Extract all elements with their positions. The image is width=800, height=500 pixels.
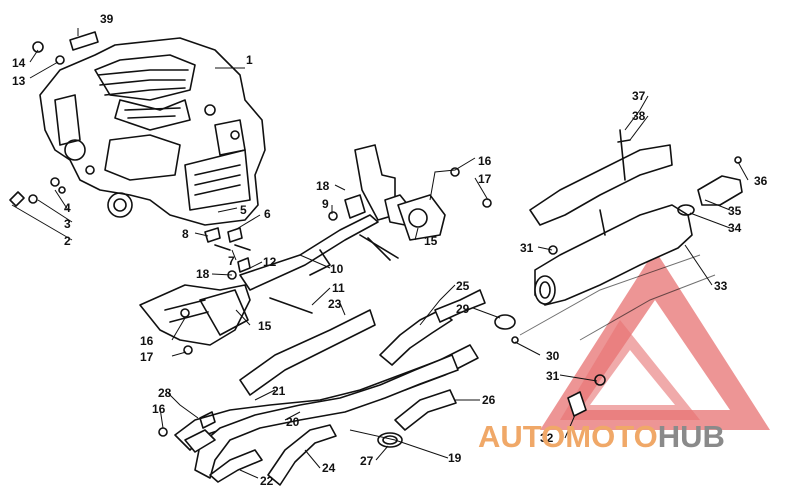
callout-6: 6	[264, 207, 271, 221]
callout-18-lower: 18	[196, 267, 210, 281]
callout-14: 14	[12, 56, 26, 70]
watermark-moto: MOTO	[565, 419, 657, 454]
callout-37: 37	[632, 89, 646, 103]
callout-34: 34	[728, 221, 742, 235]
callout-33: 33	[714, 279, 728, 293]
callout-21: 21	[272, 384, 286, 398]
callout-22: 22	[260, 474, 274, 488]
callout-18-upper: 18	[316, 179, 330, 193]
engine-assembly	[39, 37, 266, 226]
callout-23: 23	[328, 297, 342, 311]
bracket-assembly	[239, 144, 492, 314]
callout-28: 28	[158, 386, 172, 400]
engine-fittings	[9, 31, 251, 280]
callout-9: 9	[322, 197, 329, 211]
callout-4: 4	[64, 201, 71, 215]
lower-heat-shield	[139, 284, 251, 355]
leader-lines	[11, 28, 749, 479]
callout-15-upper: 15	[424, 234, 438, 248]
callout-13: 13	[12, 74, 26, 88]
callout-29: 29	[456, 302, 470, 316]
watermark-text: AUTOMOTOHUB	[478, 419, 725, 454]
svg-text:AUTOMOTOHUB: AUTOMOTOHUB	[478, 419, 725, 454]
callout-24: 24	[322, 461, 336, 475]
callout-25: 25	[456, 279, 470, 293]
callout-16-middle: 16	[140, 334, 154, 348]
muffler-assembly	[529, 129, 743, 417]
callout-20: 20	[286, 415, 300, 429]
callout-36: 36	[754, 174, 768, 188]
callout-11: 11	[332, 281, 345, 295]
watermark-auto: AUTO	[478, 419, 565, 454]
callout-1: 1	[246, 53, 253, 67]
callout-10: 10	[330, 262, 344, 276]
callout-38: 38	[632, 109, 646, 123]
callout-16-upper: 16	[478, 154, 492, 168]
callout-26: 26	[482, 393, 496, 407]
callout-30: 30	[546, 349, 560, 363]
callout-16-lower: 16	[152, 402, 166, 416]
callout-17-lower: 17	[140, 350, 154, 364]
callout-7: 7	[228, 254, 235, 268]
callout-39: 39	[100, 12, 114, 26]
callout-12: 12	[263, 255, 277, 269]
callout-35: 35	[728, 204, 742, 218]
callout-32: 32	[540, 431, 554, 445]
callout-17-upper: 17	[478, 172, 492, 186]
callout-15-lower: 15	[258, 319, 272, 333]
callout-3: 3	[64, 217, 71, 231]
callout-27: 27	[360, 454, 374, 468]
exhaust-pipes	[158, 289, 519, 486]
callout-labels: 39 1 14 13 4 3 2 5 6 7 8 18 9 16 17 15 1…	[12, 12, 768, 488]
watermark-hub: HUB	[658, 419, 725, 454]
callout-5: 5	[240, 203, 247, 217]
callout-31-upper: 31	[520, 241, 534, 255]
callout-2: 2	[64, 234, 71, 248]
callout-31-lower: 31	[546, 369, 560, 383]
callout-19: 19	[448, 451, 462, 465]
callout-8: 8	[182, 227, 189, 241]
